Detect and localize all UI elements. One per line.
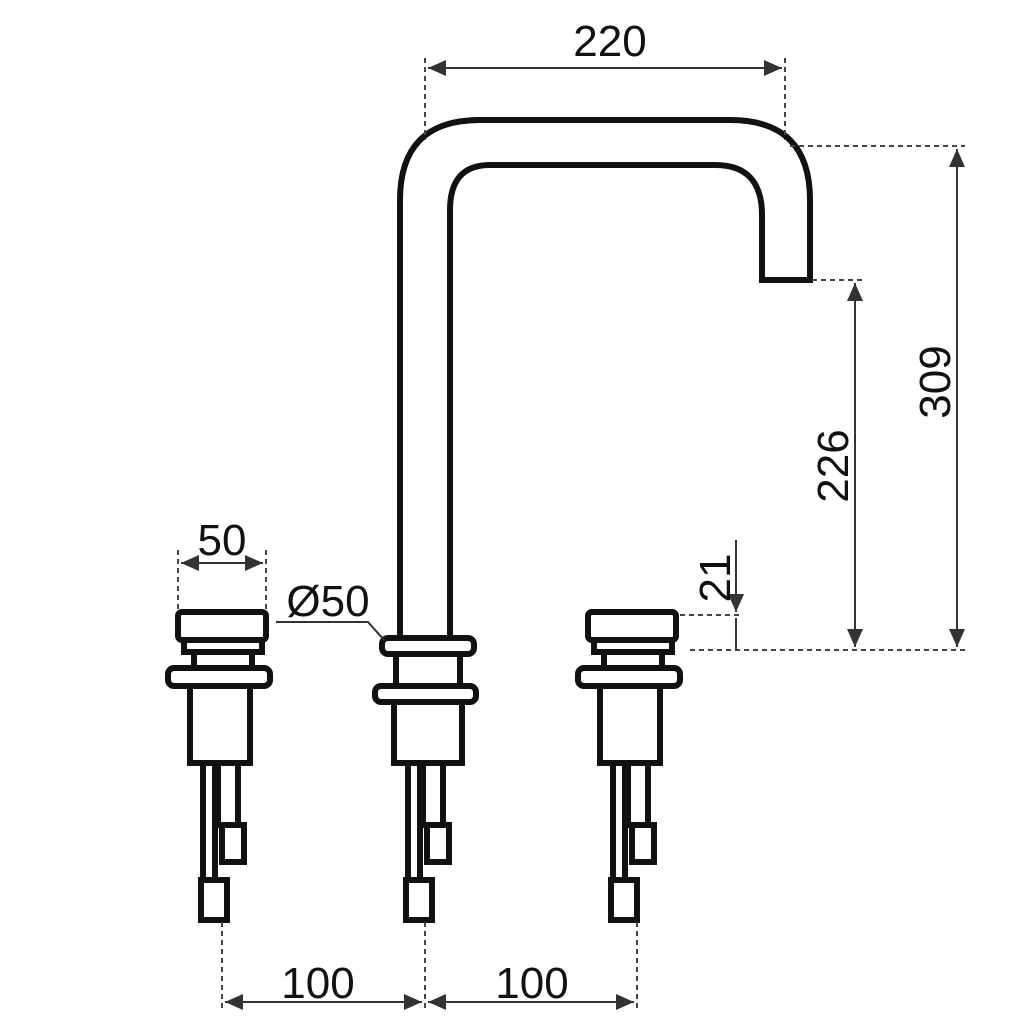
spout: [397, 117, 813, 643]
dimension-outlet-height: 226: [809, 279, 863, 647]
dimension-flange-height: 21: [680, 540, 744, 650]
label-220: 220: [573, 17, 646, 66]
label-diameter-50: Ø50: [286, 577, 369, 626]
label-50: 50: [198, 516, 247, 565]
label-309: 309: [911, 345, 960, 418]
label-21: 21: [691, 554, 740, 603]
right-handle: [575, 609, 683, 923]
label-right-100: 100: [495, 959, 568, 1008]
dimension-base-diameter: Ø50: [276, 577, 385, 641]
label-left-100: 100: [281, 959, 354, 1008]
label-226: 226: [809, 429, 858, 502]
spout-base: [372, 635, 479, 923]
dimension-handle-width: 50: [177, 516, 267, 610]
left-handle: [165, 609, 273, 923]
dimension-handle-spacing: 100 100: [221, 922, 638, 1010]
dimension-spout-reach: 220: [424, 17, 786, 140]
